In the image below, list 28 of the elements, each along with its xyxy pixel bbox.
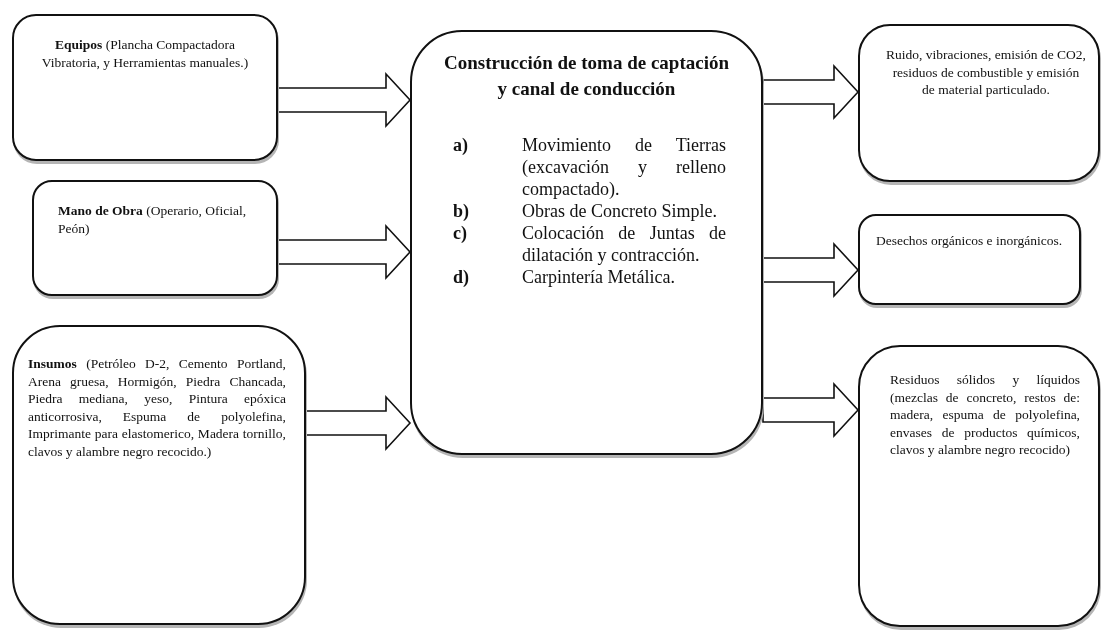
block-arrow <box>762 63 860 121</box>
rounded-box <box>12 14 278 161</box>
block-arrow <box>277 71 412 129</box>
rounded-box <box>12 325 306 625</box>
rounded-box <box>858 214 1081 305</box>
list-marker: c) <box>453 222 467 244</box>
process-box <box>410 30 763 455</box>
box-text: Ruido, vibraciones, emisión de CO2, residuos de combustible y emisión de material particulado. <box>886 46 1086 99</box>
block-arrow <box>762 381 860 439</box>
list-marker: b) <box>453 200 469 222</box>
list-item: Colocación de Juntas de dilatación y contracción. <box>522 222 726 266</box>
block-arrow <box>305 394 412 452</box>
list-marker: d) <box>453 266 469 288</box>
box-text: Residuos sólidos y líquidos (mezclas de concreto, restos de: madera, espuma de polyolefina, envases de productos químicos, clavos y alambre negro recocido) <box>890 371 1080 459</box>
box-text: Insumos (Petróleo D-2, Cemento Portland, Arena gruesa, Hormigón, Piedra Chancada, Piedra mediana, yeso, Pintura epóxica anticorrosiva, Espuma de polyolefina, Imprimante para elastomerico, Madera tornillo, clavos y alambre negro recocido.) <box>28 355 286 460</box>
list-item: Carpintería Metálica. <box>522 266 676 288</box>
block-arrow <box>762 241 860 299</box>
box-text: Equipos (Plancha Compactadora Vibratoria, y Herramientas manuales.) <box>40 36 250 71</box>
rounded-box <box>858 345 1100 627</box>
heading: Construcción de toma de captación y canal de conducción <box>443 51 730 101</box>
box-text: Desechos orgánicos e inorgánicos. <box>874 232 1064 250</box>
list-item: Movimiento de Tierras (excavación y relleno compactado). <box>522 134 726 200</box>
rounded-box <box>32 180 278 296</box>
block-arrow <box>277 223 412 281</box>
list-item: Obras de Concreto Simple. <box>522 200 718 222</box>
rounded-box <box>858 24 1100 182</box>
box-text: Mano de Obra (Operario, Oficial, Peón) <box>58 202 248 237</box>
list-marker: a) <box>453 134 468 156</box>
